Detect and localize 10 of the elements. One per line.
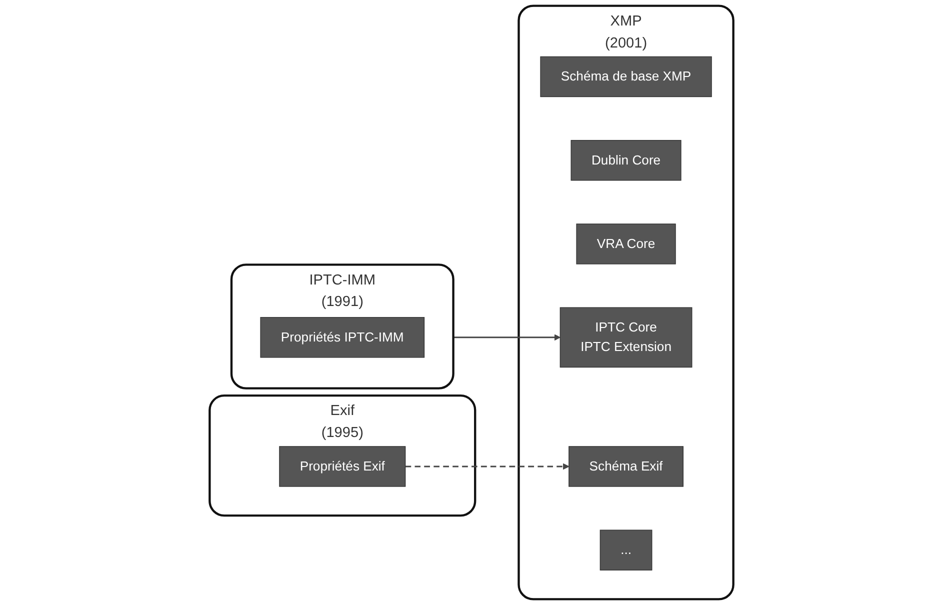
node-box: Schéma de base XMP (540, 56, 712, 98)
node-box: Schéma Exif (568, 446, 684, 487)
arrow (405, 463, 570, 470)
node-box: Propriétés IPTC-IMM (260, 317, 425, 358)
node-box: IPTC Core IPTC Extension (560, 307, 692, 368)
node-box: Dublin Core (570, 140, 682, 181)
node-box: ... (600, 530, 652, 570)
arrow (453, 334, 560, 341)
node-box: Propriétés Exif (279, 446, 406, 487)
node-box: VRA Core (576, 224, 676, 264)
